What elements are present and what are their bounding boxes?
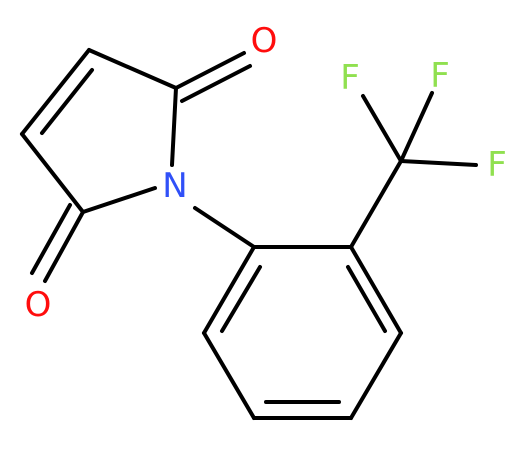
bond-c4-c5 <box>20 132 85 214</box>
bond-c2-n <box>170 86 178 167</box>
bond-c-f2 <box>399 91 434 163</box>
bond-c2-o-top-a <box>174 51 246 90</box>
bond-c2-c3-ring-inner <box>346 265 387 333</box>
atom-label-n: N <box>162 166 187 206</box>
bond-c2-c3 <box>87 48 178 90</box>
bond-c5-o-bottom-b <box>30 203 72 275</box>
bond-c3-c4-ring <box>349 331 403 420</box>
atom-labels: O O N F F F <box>25 21 507 325</box>
bond-c2-o-top-b <box>180 64 252 103</box>
bond-c-f3 <box>399 159 478 167</box>
atom-label-o-bottom: O <box>25 285 52 325</box>
bonds <box>20 48 478 420</box>
bond-c3-c4-inner <box>40 68 94 135</box>
bond-ring-cf3 <box>349 159 403 249</box>
bond-c3-c4 <box>20 48 91 136</box>
bond-c6-c1-ring-inner <box>220 265 262 333</box>
atom-label-f3: F <box>487 145 507 185</box>
atom-label-o-top: O <box>251 21 278 61</box>
atom-label-f1: F <box>340 58 360 98</box>
bond-c2-c3-ring <box>349 245 403 335</box>
bond-c5-n <box>81 186 157 214</box>
bond-c5-o-bottom-a <box>43 210 85 283</box>
bond-c5-c6-ring <box>202 331 256 420</box>
bond-n-c1prime <box>193 206 256 249</box>
bond-c-f1 <box>361 94 403 163</box>
atom-label-f2: F <box>430 56 450 96</box>
bond-c6-c1-ring <box>202 245 256 335</box>
